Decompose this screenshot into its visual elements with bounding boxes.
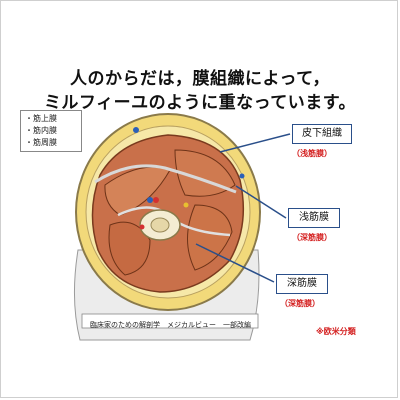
- muscle-compartment-3: [108, 221, 151, 276]
- leader-line-deep: [195, 243, 275, 283]
- legend-item-perimysium: ・筋周膜: [25, 138, 57, 147]
- muscle-compartment-4: [187, 204, 233, 271]
- classification-note: ※欧米分類: [316, 327, 356, 336]
- legend-box: ・筋上膜 ・筋内膜 ・筋周膜: [20, 110, 82, 152]
- headline-line-1: 人のからだは，膜組織によって，: [70, 69, 330, 89]
- legend-item-endomysium: ・筋内膜: [25, 126, 57, 135]
- label-deep-fascia: 深筋膜: [276, 274, 328, 294]
- vein-1: [147, 197, 153, 203]
- label-superficial-fascia-sub: （深筋膜）: [292, 233, 332, 242]
- legend-item-epimysium: ・筋上膜: [25, 114, 57, 123]
- leader-line-superficial: [235, 185, 287, 219]
- nerve-1: [183, 202, 189, 208]
- source-caption: 臨床家のための解剖学 メジカルビュー 一部改編: [90, 321, 251, 329]
- muscle-compartment-1: [104, 166, 171, 216]
- fascia-sheet-1: [94, 164, 237, 194]
- caption-strip: [81, 313, 259, 329]
- artery-2: [139, 224, 145, 230]
- headline-line-2: ミルフィーユのように重なっています。: [43, 93, 357, 113]
- vein-3: [239, 173, 245, 179]
- leader-line-subcutaneous: [219, 133, 291, 153]
- label-subcutaneous-tissue: 皮下組織: [292, 124, 352, 144]
- artery-1: [153, 197, 159, 203]
- label-deep-fascia-sub: （深筋膜）: [280, 299, 320, 308]
- bone-marrow: [150, 217, 170, 233]
- vein-2: [133, 127, 139, 133]
- label-superficial-fascia: 浅筋膜: [288, 208, 340, 228]
- label-subcutaneous-tissue-sub: （浅筋膜）: [292, 149, 332, 158]
